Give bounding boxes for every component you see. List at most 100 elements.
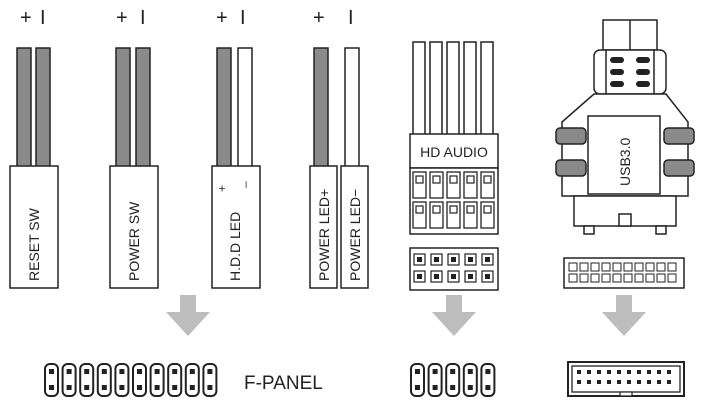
pled-plus-label: POWER LED+ xyxy=(316,189,332,281)
audio-pin-pair xyxy=(410,363,425,397)
usb3-header-pin xyxy=(597,370,601,374)
f-panel-pin-pair xyxy=(184,363,200,397)
usb3-header-pin xyxy=(647,380,651,384)
hd-audio-pin-dot xyxy=(451,257,456,262)
pled-minus-housing xyxy=(340,165,369,289)
f-panel-pin-pair xyxy=(149,363,165,397)
f-panel-pin xyxy=(66,369,72,374)
f-panel-pin-pair xyxy=(44,363,59,397)
hd-audio-pin-dot xyxy=(468,274,473,279)
usb3-header-pin xyxy=(607,370,611,374)
usb3-header-pin xyxy=(587,370,591,374)
hd-audio-connector: HD AUDIO xyxy=(409,41,499,291)
power-led-connector: + I POWER LED+ POWER LED− xyxy=(309,7,369,289)
audio-pin xyxy=(415,369,420,374)
f-panel-pin xyxy=(49,385,54,390)
usb3-connector: USB3.0 xyxy=(555,19,695,289)
usb3-pin xyxy=(645,262,655,272)
audio-pin xyxy=(432,385,438,390)
hd-audio-pin-dot xyxy=(417,257,422,262)
power-plus-sign: + xyxy=(116,7,128,29)
usb3-pin xyxy=(601,262,611,272)
audio-pin xyxy=(485,385,491,390)
down-arrow xyxy=(166,295,210,336)
usb3-header xyxy=(567,361,685,397)
usb3-pin xyxy=(590,273,600,283)
hd-audio-pin-dot xyxy=(485,274,490,279)
usb3-pin xyxy=(667,262,677,272)
power-wire-minus xyxy=(135,47,151,169)
hd-audio-cell-contact xyxy=(415,175,424,184)
usb3-pin xyxy=(645,273,655,283)
f-panel-pin xyxy=(101,369,107,374)
hd-audio-cell-contact xyxy=(415,205,424,214)
usb3-header-pin xyxy=(577,380,581,384)
hd-audio-wire xyxy=(463,41,477,137)
usb3-header-pin xyxy=(667,380,671,384)
f-panel-pin xyxy=(84,385,90,390)
hd-audio-cell-contact xyxy=(432,175,441,184)
power-sw-housing xyxy=(109,165,159,289)
usb3-header-pin xyxy=(637,380,641,384)
usb3-pin xyxy=(656,273,666,283)
usb3-header-pin xyxy=(647,370,651,374)
hd-audio-pin-dot xyxy=(468,257,473,262)
f-panel-pin xyxy=(207,385,213,390)
audio-pin-pair xyxy=(462,363,478,397)
usb3-strain-relief xyxy=(593,49,667,95)
hdd-tag-minus: _ xyxy=(233,181,247,189)
audio-pin-pair xyxy=(480,363,496,397)
usb3-header-pin xyxy=(627,370,631,374)
f-panel-pin-pair xyxy=(202,363,218,397)
hd-audio-cell-contact xyxy=(449,205,458,214)
usb3-pin xyxy=(579,273,589,283)
power-sw-connector: + I POWER SW xyxy=(109,7,159,289)
hdd-tag-plus: + xyxy=(215,185,229,192)
usb3-header-pin xyxy=(597,380,601,384)
hd-audio-cell-contact xyxy=(483,205,492,214)
audio-pin xyxy=(450,369,456,374)
f-panel-pin xyxy=(119,385,125,390)
hd-audio-housing-top xyxy=(409,133,499,169)
down-arrow xyxy=(432,295,476,336)
usb3-pin xyxy=(568,262,578,272)
f-panel-pin-pair xyxy=(96,363,112,397)
reset-wire-plus xyxy=(16,47,32,169)
usb3-header-pin xyxy=(657,380,661,384)
pled-minus-sign: I xyxy=(348,7,354,29)
reset-sw-connector: + I RESET SW xyxy=(9,7,59,289)
usb3-header-pin xyxy=(587,380,591,384)
usb3-pin xyxy=(656,262,666,272)
usb3-header-pin xyxy=(667,370,671,374)
audio-pin-pair xyxy=(445,363,461,397)
hd-audio-pin-dot xyxy=(417,274,422,279)
usb3-pin xyxy=(623,262,633,272)
hd-audio-cell-contact xyxy=(449,175,458,184)
power-wire-plus xyxy=(115,47,131,169)
power-minus-sign: I xyxy=(140,7,146,29)
hd-audio-pin-dot xyxy=(451,274,456,279)
hdd-led-label: H.D.D LED xyxy=(227,212,243,281)
f-panel-pin xyxy=(66,385,72,390)
f-panel-pin xyxy=(172,369,178,374)
usb3-pin xyxy=(634,273,644,283)
pled-wire-minus xyxy=(344,47,360,169)
hd-audio-label: HD AUDIO xyxy=(420,144,488,160)
usb3-pin xyxy=(667,273,677,283)
audio-pin xyxy=(450,385,456,390)
hd-audio-pin-dot xyxy=(485,257,490,262)
audio-pin-pair xyxy=(427,363,443,397)
hd-audio-wire xyxy=(412,41,426,137)
f-panel-pin xyxy=(49,369,54,374)
hd-audio-cell-contact xyxy=(432,205,441,214)
f-panel-pin-pair xyxy=(79,363,95,397)
f-panel-pin xyxy=(189,385,195,390)
reset-minus-sign: I xyxy=(40,7,46,29)
usb3-header-inner xyxy=(571,365,681,393)
usb3-pin xyxy=(590,262,600,272)
hdd-wire-plus xyxy=(216,47,232,169)
usb3-header-pin xyxy=(577,370,581,374)
usb3-header-pin xyxy=(637,370,641,374)
arrows xyxy=(166,295,646,336)
f-panel-pin xyxy=(137,385,142,390)
